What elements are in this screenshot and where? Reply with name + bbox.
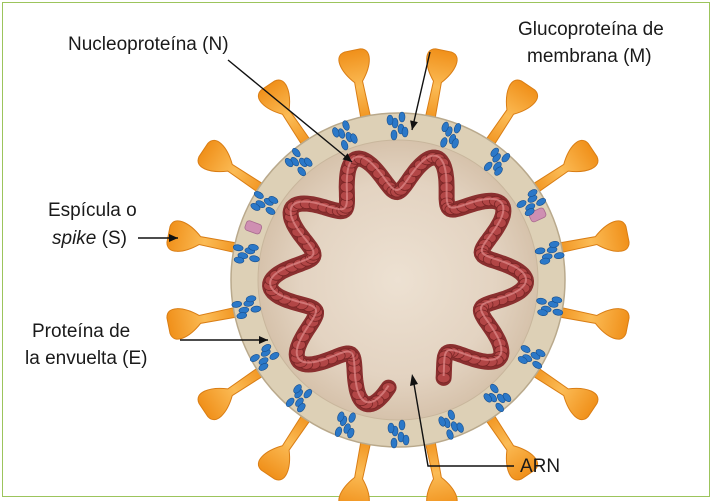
label-membrane-glycoprotein-line2: membrana (M) (527, 45, 652, 69)
label-spike-line2: spike (S) (52, 227, 127, 251)
label-rna: ARN (520, 455, 560, 479)
label-spike-italic: spike (52, 228, 96, 249)
label-membrane-glycoprotein-line1: Glucoproteína de (518, 18, 664, 42)
nucleoprotein-leader (228, 60, 352, 162)
label-envelope-line1: Proteína de (32, 320, 130, 344)
label-spike-suffix: (S) (96, 228, 127, 249)
label-envelope-line2: la envuelta (E) (25, 347, 148, 371)
label-nucleoprotein: Nucleoproteína (N) (68, 33, 229, 57)
label-spike-line1: Espícula o (48, 199, 137, 223)
